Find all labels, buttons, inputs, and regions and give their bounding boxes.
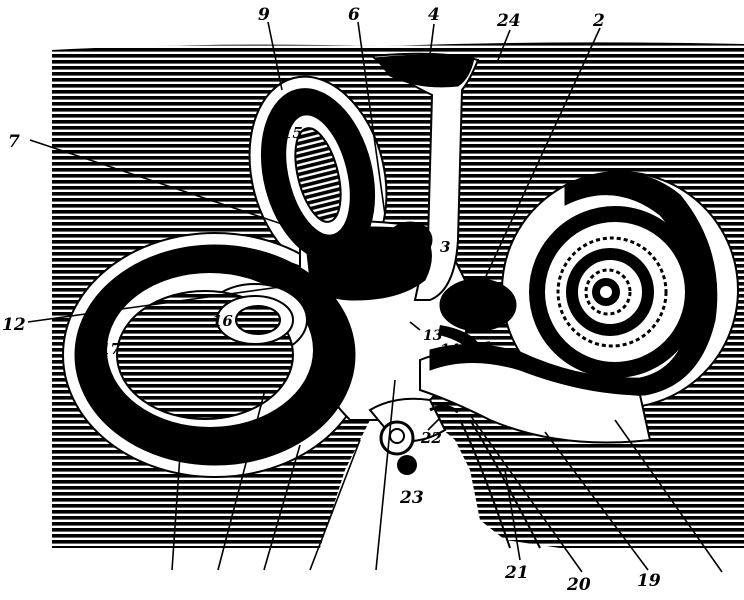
label-3: 3: [440, 238, 450, 256]
round-window-inner: [389, 428, 405, 444]
ductus-reuniens: [438, 325, 480, 350]
label-15: 15: [282, 124, 303, 142]
label-12: 12: [2, 315, 26, 335]
leader-24: [497, 29, 511, 61]
cochlea-turn-1: [529, 206, 701, 378]
label-16: 16: [212, 312, 233, 330]
label-6: 6: [348, 5, 360, 25]
leader-9: [267, 21, 283, 91]
leader-14: [469, 341, 491, 346]
cochlea-turn-2: [556, 236, 668, 348]
leader-4: [429, 23, 435, 56]
label-22: 22: [420, 429, 442, 447]
cochlea-turn-3: [566, 248, 654, 336]
cochlear-aqueduct: [459, 419, 511, 549]
saccule: [439, 278, 517, 332]
leader-19: [544, 431, 649, 571]
duct-lumens: [105, 113, 352, 429]
label-20: 20: [566, 575, 591, 595]
leader-b6: [614, 419, 723, 573]
leader-b3: [263, 444, 301, 571]
endolymphatic-sac: [374, 54, 475, 88]
label-2: 2: [592, 11, 605, 31]
leader-lines: [27, 21, 723, 573]
leader-22: [427, 417, 441, 431]
leader-b4: [309, 439, 361, 571]
label-24: 24: [496, 11, 521, 31]
oval-window-edge: [429, 405, 459, 414]
label-21: 21: [504, 563, 529, 583]
label-19: 19: [637, 571, 661, 591]
ampulla-superior: [318, 237, 372, 279]
leader-20: [469, 414, 583, 573]
label-14: 14: [440, 342, 459, 358]
cochlea-turn-4: [584, 268, 632, 316]
vestibule-details: [368, 325, 541, 549]
label-7: 7: [8, 132, 20, 152]
ampulla-lateral: [387, 221, 433, 259]
label-23: 23: [399, 488, 424, 508]
label-13: 13: [423, 328, 443, 344]
leader-13: [409, 321, 421, 331]
cochlea-spiral: [529, 206, 701, 378]
leader-b2: [217, 389, 266, 571]
leader-21: [504, 469, 521, 561]
leader-b1: [171, 454, 181, 571]
structure-23: [397, 455, 417, 475]
label-17: 17: [100, 340, 121, 358]
label-4: 4: [428, 5, 440, 25]
leader-6: [357, 21, 386, 216]
leader-12: [27, 286, 281, 323]
leader-7: [29, 139, 331, 241]
number-labels: 9 6 4 24 2 7 15 3 12 16 17 13 14 22 23 2…: [2, 5, 661, 595]
leader-2: [481, 27, 601, 286]
cochlea-apex: [592, 278, 620, 306]
superior-inner-bone: [294, 127, 342, 223]
leader-b5: [375, 379, 396, 571]
lateral-core-bone: [235, 305, 281, 335]
cochlear-aqueduct-2: [469, 419, 541, 549]
endolymphatic-duct-space: [369, 52, 480, 301]
label-9: 9: [258, 5, 270, 25]
